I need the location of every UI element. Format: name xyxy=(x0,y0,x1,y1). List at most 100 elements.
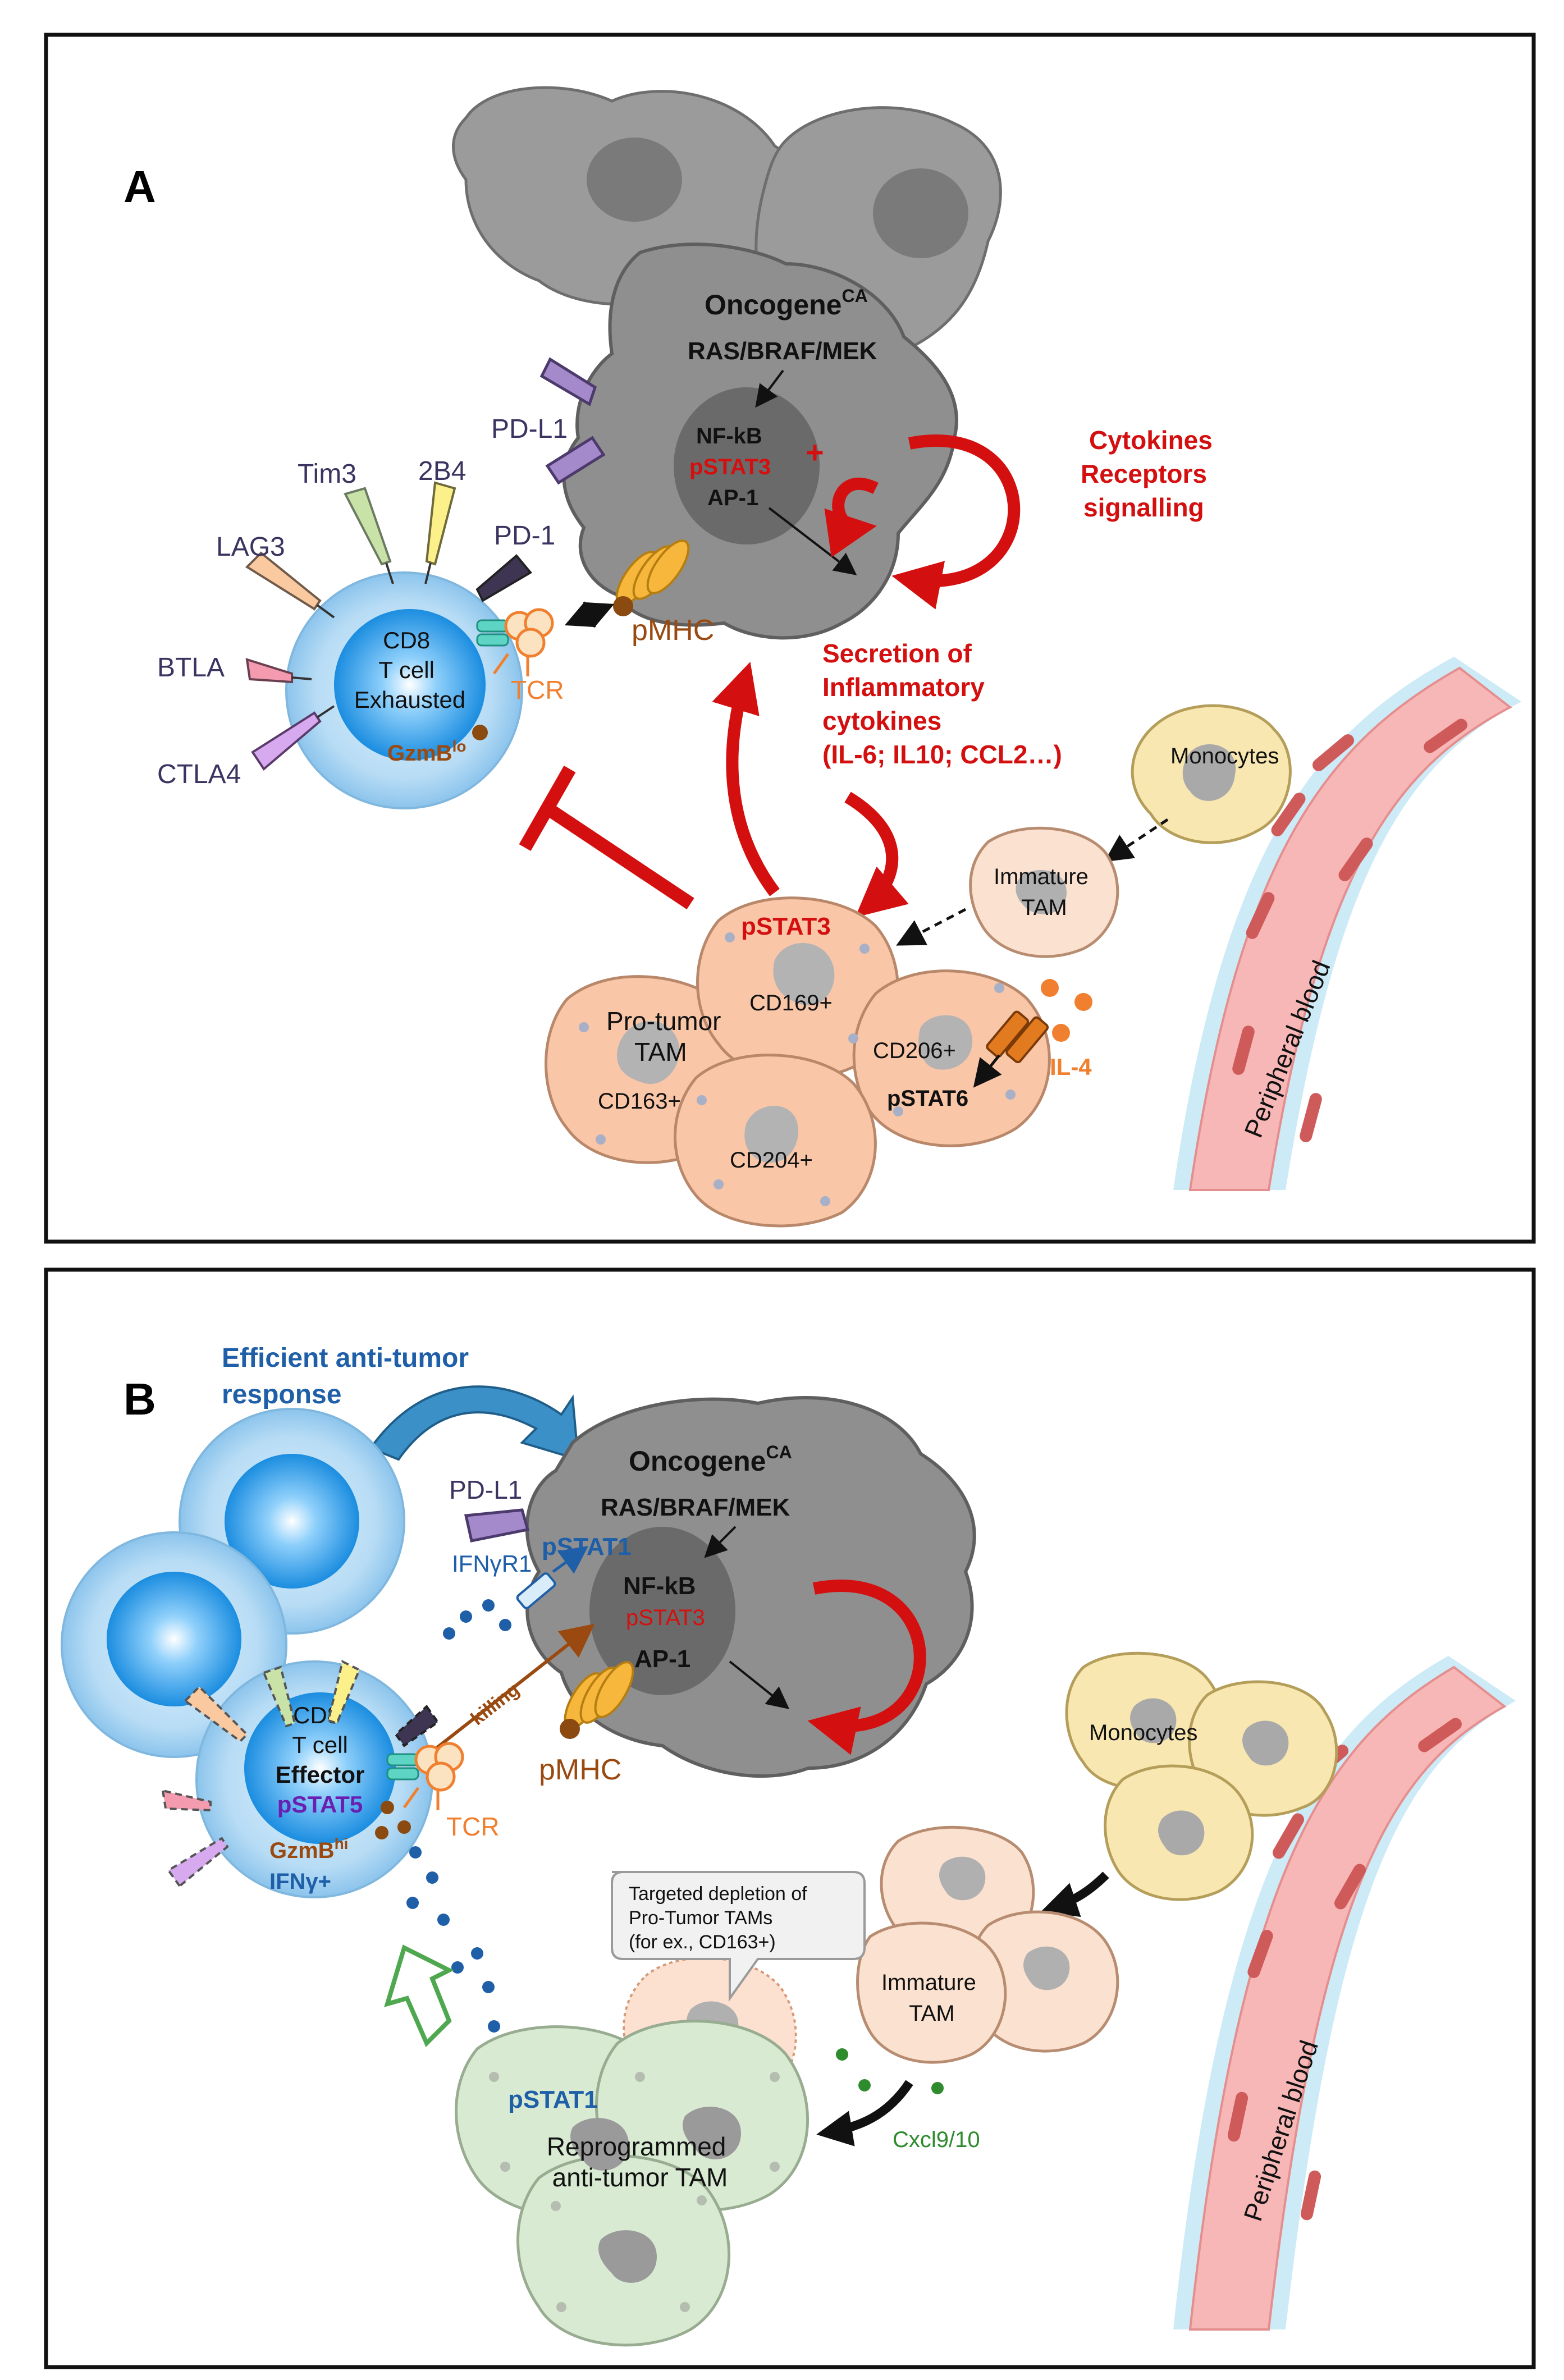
tam-pro-tumor-label: Pro-tumor TAM xyxy=(606,1006,728,1067)
panel-a: A Peripheral blood Oncoge xyxy=(44,33,1536,1244)
inhibition-bar-a xyxy=(519,766,694,909)
pmhc-label-a: pMHC xyxy=(632,614,714,647)
tam-cluster-a xyxy=(545,896,1051,1228)
pathway-label-a: RAS/BRAF/MEK xyxy=(688,337,877,365)
tam-cd169-label: CD169+ xyxy=(749,991,833,1015)
panel-a-frame xyxy=(44,33,1536,1244)
receptor-label-pd1: PD-1 xyxy=(494,521,555,551)
reprogrammed-tam-label: Reprogrammed anti-tumor TAM xyxy=(547,2132,733,2192)
efficient-response-arrow xyxy=(368,1385,580,1461)
tam-pstat6-label: pSTAT6 xyxy=(887,1086,968,1111)
nfkb-label-a: NF-kB xyxy=(696,424,762,448)
immature-tam-a xyxy=(969,826,1119,958)
ifng-dots-b xyxy=(406,1599,511,2033)
depletion-callout: Targeted depletion of Pro-Tumor TAMs (fo… xyxy=(611,1871,866,2002)
il4-label: IL-4 xyxy=(1050,1054,1092,1080)
receptor-label-2b4: 2B4 xyxy=(418,456,466,486)
pathway-arrow-b xyxy=(704,1526,737,1558)
tim3-receptor xyxy=(344,487,394,584)
pstat3-label-a: pSTAT3 xyxy=(689,455,771,479)
reprogrammed-tam xyxy=(455,2020,810,2347)
ctla4-receptor xyxy=(251,705,335,771)
cxcl-dots xyxy=(836,2048,944,2094)
receptor-label-ctla4: CTLA4 xyxy=(157,759,241,789)
ifngr1-receptor xyxy=(516,1572,556,1609)
autocrine-loop-b xyxy=(807,1579,926,1755)
receptor-label-lag3: LAG3 xyxy=(216,532,285,562)
panel-a-letter: A xyxy=(124,162,156,212)
ifngr1-signal-arrow xyxy=(552,1546,589,1574)
pmhc-a xyxy=(613,539,690,616)
ifngr1-label: IFNγR1 xyxy=(452,1550,532,1577)
monocyte-to-immature-arrow-a xyxy=(1104,818,1169,862)
monocytes-b xyxy=(1065,1651,1338,1901)
killing-arrow xyxy=(431,1623,595,1753)
tumor-pstat1-label: pSTAT1 xyxy=(542,1533,632,1560)
secretion-to-tam-arrow xyxy=(844,791,909,918)
tcr-label-a: TCR xyxy=(511,675,564,704)
tcr-a xyxy=(476,608,554,676)
receptor-label-tim3: Tim3 xyxy=(298,459,356,489)
monocyte-a xyxy=(1131,704,1292,844)
btla-receptor xyxy=(245,658,312,684)
immature-tam-b xyxy=(856,1825,1119,2064)
tam-cd206-label: CD206+ xyxy=(873,1038,956,1063)
reprogrammed-tam-granules xyxy=(489,2072,780,2312)
blood-vessel-b: Peripheral blood xyxy=(1173,1656,1516,2331)
pstat3-label-b: pSTAT3 xyxy=(626,1605,705,1630)
killing-label: killing xyxy=(467,1679,524,1729)
tam-cd204-label: CD204+ xyxy=(730,1148,813,1173)
oncogene-label-a: OncogeneCA xyxy=(705,286,868,321)
il4-receptor xyxy=(986,1010,1049,1064)
tcell-exhausted-a xyxy=(285,571,523,809)
pathway-label-b: RAS/BRAF/MEK xyxy=(601,1494,790,1521)
il4-signal-arrow xyxy=(973,1054,1002,1088)
efficient-response-label: Efficient anti-tumor response xyxy=(222,1343,476,1409)
pathway-arrow-a xyxy=(755,369,784,408)
panel-b-frame xyxy=(44,1267,1536,2369)
lag3-receptor xyxy=(245,551,335,619)
oncogene-label-b: OncogeneCA xyxy=(629,1442,792,1477)
tcr-pmhc-interaction-a xyxy=(564,601,615,628)
tcell-label-a: CD8 T cell Exhausted xyxy=(354,627,465,713)
monocytes-label-a: Monocytes xyxy=(1170,744,1279,768)
granzyme-dots-b xyxy=(375,1801,411,1839)
secretion-label: Secretion of Inflammatory cytokines (IL-… xyxy=(822,639,1062,769)
pdl1-ligand-b xyxy=(464,1508,530,1543)
pstat3-plus-a: + xyxy=(806,434,824,470)
immature-tam-label-b: Immature TAM xyxy=(881,1970,982,2026)
tcell-pstat5-label: pSTAT5 xyxy=(277,1791,363,1818)
tcell-effector-b xyxy=(195,1660,433,1898)
2b4-receptor xyxy=(424,481,456,584)
immature-tam-label-a: Immature TAM xyxy=(994,864,1095,920)
autocrine-loop-a xyxy=(891,434,1021,610)
tam-pstat3-label: pSTAT3 xyxy=(741,913,831,940)
ap1-label-a: AP-1 xyxy=(707,486,758,510)
pmhc-b xyxy=(560,1661,634,1739)
tcr-b xyxy=(386,1742,464,1810)
pdl1-ligand-a xyxy=(539,357,606,485)
immature-to-reprogrammed-arrow xyxy=(816,2080,913,2146)
tam-to-tumor-arrow xyxy=(712,661,780,896)
dashed-receptors-b xyxy=(161,1660,361,1888)
monocyte-to-immature-arrow-b xyxy=(1041,1871,1109,1917)
panel-b-letter: B xyxy=(124,1374,156,1424)
effector-label: Effector xyxy=(276,1761,365,1788)
gzmb-lo-label: GzmBlo xyxy=(387,738,466,766)
tcell-label-b: CD8 T cell xyxy=(292,1702,348,1758)
cytokines-receptors-label: Cytokines Receptors signalling xyxy=(1081,425,1220,522)
panel-b: B Efficient anti-tumor response Peripher… xyxy=(44,1267,1536,2369)
il4-molecules xyxy=(1041,979,1092,1042)
ifng-label: IFNγ+ xyxy=(269,1869,331,1894)
ap1-arrow-a xyxy=(768,507,857,575)
svg-text:Targeted depletion of: Targeted depletion of Pro-Tumor TAMs (fo… xyxy=(629,1883,812,1953)
monocytes-label-b: Monocytes xyxy=(1089,1720,1197,1745)
pmhc-label-b: pMHC xyxy=(539,1754,621,1786)
inhibitory-receptors-a xyxy=(245,481,533,771)
pd1-receptor-b xyxy=(394,1705,440,1747)
pd1-receptor xyxy=(475,554,533,602)
immature-to-tam-arrow-a xyxy=(896,908,967,946)
pdl1-label-a: PD-L1 xyxy=(491,414,568,444)
nfkb-label-b: NF-kB xyxy=(623,1572,696,1600)
